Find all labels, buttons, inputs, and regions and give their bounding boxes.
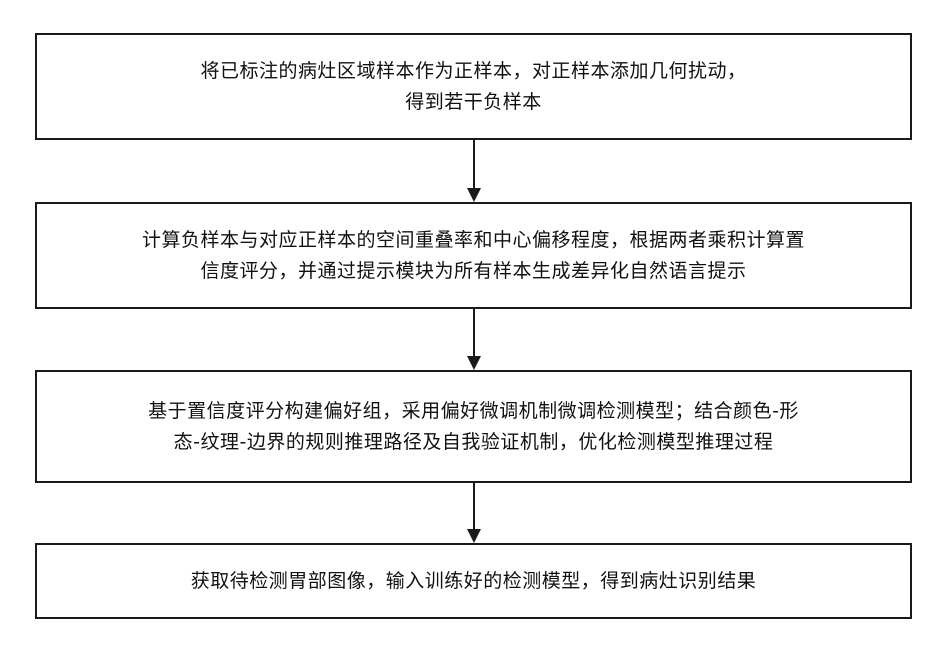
- flow-step-1-box: 将已标注的病灶区域样本作为正样本，对正样本添加几何扰动， 得到若干负样本: [35, 33, 912, 140]
- arrow-shaft: [473, 309, 475, 356]
- arrow-shaft: [473, 140, 475, 188]
- flow-step-4-line-1: 获取待检测胃部图像，输入训练好的检测模型，得到病灶识别结果: [191, 566, 757, 597]
- flow-arrow-1-icon: [467, 140, 481, 202]
- arrow-head: [467, 188, 481, 202]
- flow-step-3-line-1: 基于置信度评分构建偏好组，采用偏好微调机制微调检测模型；结合颜色-形: [148, 396, 799, 427]
- flow-step-2-line-2: 信度评分，并通过提示模块为所有样本生成差异化自然语言提示: [142, 256, 805, 287]
- flow-step-3-line-2: 态-纹理-边界的规则推理路径及自我验证机制，优化检测模型推理过程: [148, 427, 799, 458]
- flow-step-1-text: 将已标注的病灶区域样本作为正样本，对正样本添加几何扰动， 得到若干负样本: [194, 56, 752, 118]
- flow-step-4-text: 获取待检测胃部图像，输入训练好的检测模型，得到病灶识别结果: [185, 566, 763, 597]
- flow-step-2-text: 计算负样本与对应正样本的空间重叠率和中心偏移程度，根据两者乘积计算置 信度评分，…: [136, 225, 811, 287]
- flow-step-4-box: 获取待检测胃部图像，输入训练好的检测模型，得到病灶识别结果: [35, 543, 912, 619]
- flow-step-1-line-2: 得到若干负样本: [200, 87, 746, 118]
- arrow-head: [467, 529, 481, 543]
- arrow-shaft: [473, 483, 475, 529]
- flow-step-3-box: 基于置信度评分构建偏好组，采用偏好微调机制微调检测模型；结合颜色-形 态-纹理-…: [35, 370, 912, 483]
- flow-step-3-text: 基于置信度评分构建偏好组，采用偏好微调机制微调检测模型；结合颜色-形 态-纹理-…: [142, 396, 805, 458]
- flow-step-2-line-1: 计算负样本与对应正样本的空间重叠率和中心偏移程度，根据两者乘积计算置: [142, 225, 805, 256]
- flow-step-1-line-1: 将已标注的病灶区域样本作为正样本，对正样本添加几何扰动，: [200, 56, 746, 87]
- flow-arrow-2-icon: [467, 309, 481, 370]
- flow-arrow-3-icon: [467, 483, 481, 543]
- arrow-head: [467, 356, 481, 370]
- flow-step-2-box: 计算负样本与对应正样本的空间重叠率和中心偏移程度，根据两者乘积计算置 信度评分，…: [35, 202, 912, 309]
